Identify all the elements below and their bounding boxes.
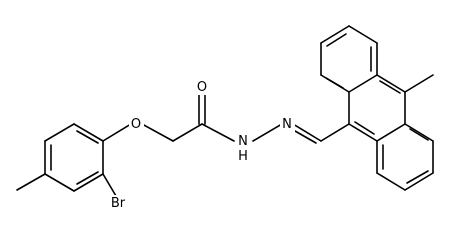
bond [201,123,235,142]
bond [348,74,378,93]
bond [376,123,406,142]
bond [404,74,434,93]
bond [404,123,434,142]
bond-inner [354,121,375,135]
bond-inner [406,170,429,184]
bond [348,123,378,142]
bond [73,123,104,142]
bond [348,25,378,44]
atom-label-o-ether: O [131,117,141,132]
bond [252,123,283,142]
atom-label-o-carbonyl: O [197,80,207,95]
atom-o-ether: O [129,115,144,132]
bond [404,172,434,191]
atom-labels: O O N H N Br [107,78,295,211]
bond [44,123,75,142]
bond [172,123,203,142]
atom-br: Br [107,195,129,211]
bond [73,173,104,192]
atom-label-h1: H [238,149,248,164]
bond [102,173,117,197]
bond [16,173,46,191]
bond-inner [325,77,344,89]
bond [44,173,75,192]
bond-inner [76,130,99,144]
bond-inner [409,128,429,141]
bond-inner [379,80,401,94]
bond [376,74,406,93]
bond [294,130,317,144]
bond-inner [76,171,99,185]
bond [320,25,350,44]
atom-n2: N [280,115,295,132]
bond [292,123,322,142]
bond [320,123,350,142]
atom-o-carbonyl: O [195,78,210,95]
atom-nh: N H [236,132,251,164]
molecule-structure-diagram: O O N H N Br [16,25,434,211]
atom-label-br: Br [111,196,126,211]
atom-label-n2: N [282,117,292,132]
bond [141,123,174,142]
atom-label-n1: N [238,134,248,149]
bonds [16,25,434,197]
bond-inner [326,33,347,47]
bond [376,172,406,191]
bond [102,123,132,142]
